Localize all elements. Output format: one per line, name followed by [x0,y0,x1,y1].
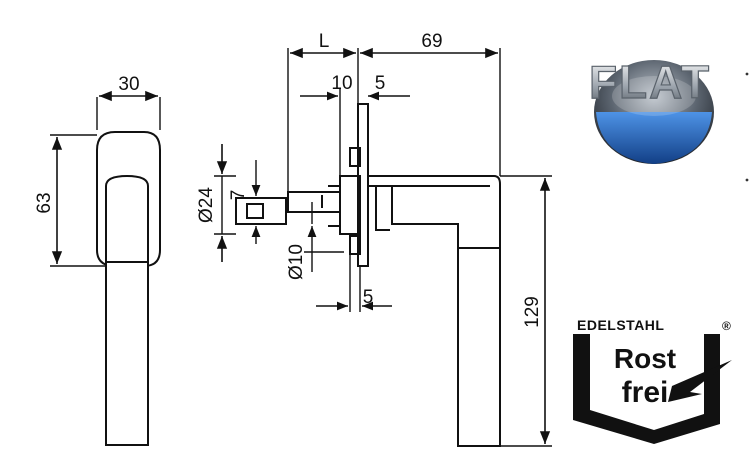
dim-square-pin: 7 [228,160,261,244]
dim-rose-bottom: 5 [316,254,392,312]
dim-projection-label: 69 [421,31,442,52]
dim-total-height: 129 [500,175,552,447]
dim-spindle-diameter-label: Ø10 [286,244,307,280]
dim-square-pin-label: 7 [228,190,249,201]
rostfrei-registered: ® [722,319,731,333]
dim-height-left: 63 [34,134,106,267]
lightning-icon [668,360,732,402]
dim-neck: L [287,31,356,192]
dim-rose-thickness-label: 10 [331,73,352,94]
dim-width-top: 30 [96,74,161,130]
dim-total-height-label: 129 [522,296,543,328]
rostfrei-top-text: EDELSTAHL [577,317,664,333]
flat-globe-logo: FLAT [588,55,749,182]
dim-rose-gap-bottom-label: 5 [363,287,374,308]
dim-height-left-label: 63 [34,192,55,213]
dim-rose-gap-top-label: 5 [375,73,386,94]
dim-width-top-label: 30 [118,74,139,95]
side-view [235,103,501,447]
front-view [96,131,161,446]
flat-logo-text: FLAT [589,56,711,108]
dim-rose-top: 10 5 [300,73,410,176]
rostfrei-line1: Rost [614,343,676,374]
dim-neck-label: L [319,31,330,52]
dim-spindle-diameter: Ø10 [286,202,344,280]
rostfrei-line2: frei [622,376,669,409]
dim-projection: 69 [357,31,501,176]
dim-rose-diameter-label: Ø24 [196,187,217,223]
dim-rose-diameter: Ø24 [196,144,236,262]
rostfrei-shield-logo: EDELSTAHL ® Rost frei [573,317,732,444]
